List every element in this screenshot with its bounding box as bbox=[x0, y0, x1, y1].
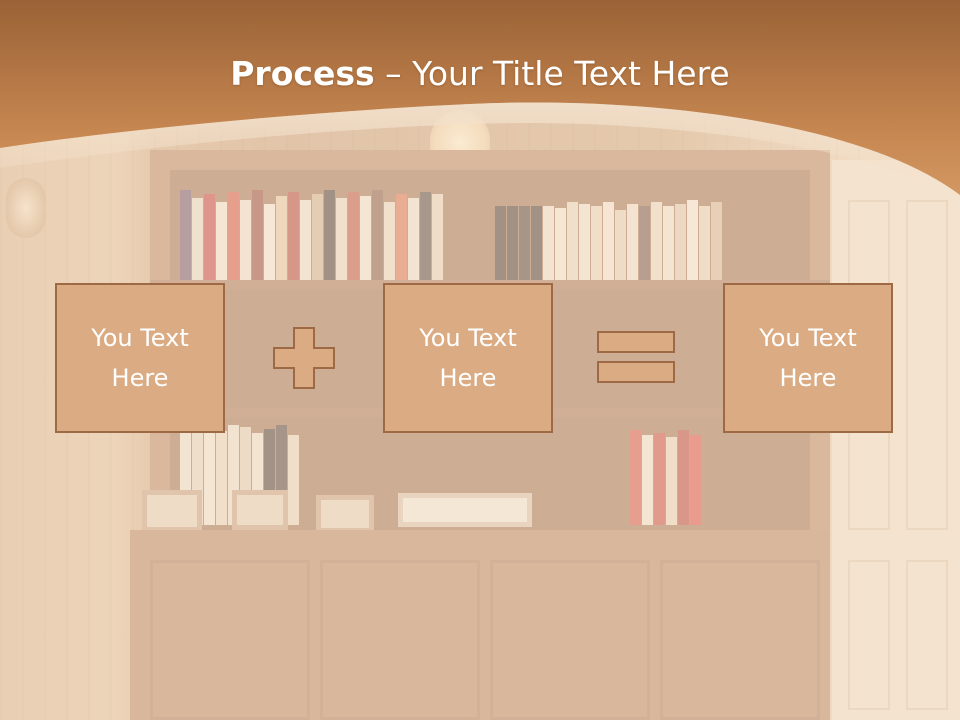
process-step-2[interactable]: You Text Here bbox=[383, 283, 553, 433]
header-band bbox=[0, 0, 960, 200]
title-bold: Process bbox=[230, 54, 375, 93]
slide-title: Process – Your Title Text Here bbox=[0, 52, 960, 96]
process-step-3[interactable]: You Text Here bbox=[723, 283, 893, 433]
equals-icon bbox=[597, 331, 675, 383]
title-rest: – Your Title Text Here bbox=[374, 54, 730, 93]
process-step-1[interactable]: You Text Here bbox=[55, 283, 225, 433]
plus-icon bbox=[273, 327, 335, 389]
